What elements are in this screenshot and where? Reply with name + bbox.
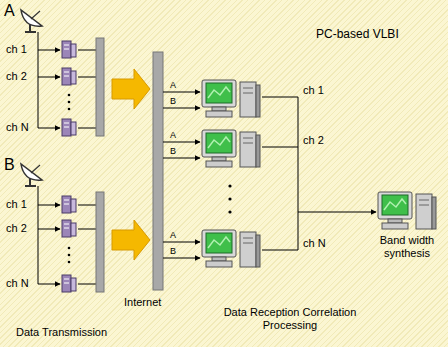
feed-line [38,32,39,128]
channel-label: ch N [303,237,326,250]
computer-label: Band width synthesis [374,234,440,260]
channel-label: ch 2 [6,70,27,83]
channel-label: ch 2 [6,222,27,235]
input-label: B [170,145,176,158]
station-name: B [4,156,15,174]
channel-label: ch 1 [6,43,27,56]
transfer-arrow [112,69,150,109]
network-label: Internet [124,296,161,309]
channel-label: ch 1 [303,84,324,97]
dish-antenna [21,10,42,32]
station-name: A [4,2,15,20]
section-caption: Data Transmission [16,326,107,339]
channel-label: ch N [6,277,29,290]
network-bar [96,38,104,136]
correlator-pc [202,80,260,117]
synthesis-pc [378,192,436,229]
transfer-arrow [112,220,150,260]
input-label: A [170,79,176,92]
network-bar [153,52,163,290]
channel-label: ch 2 [303,134,324,147]
input-label: B [170,245,176,258]
channel-label: ch 1 [6,198,27,211]
channel-arrows [38,50,60,128]
section-caption: Data Reception Correlation Processing [214,306,366,332]
input-label: A [170,229,176,242]
channel-label: ch N [6,121,29,134]
title-label: PC-based VLBI [316,28,399,41]
correlator-pc [202,130,260,167]
input-label: B [170,95,176,108]
correlator-pc [202,230,260,267]
input-label: A [170,129,176,142]
